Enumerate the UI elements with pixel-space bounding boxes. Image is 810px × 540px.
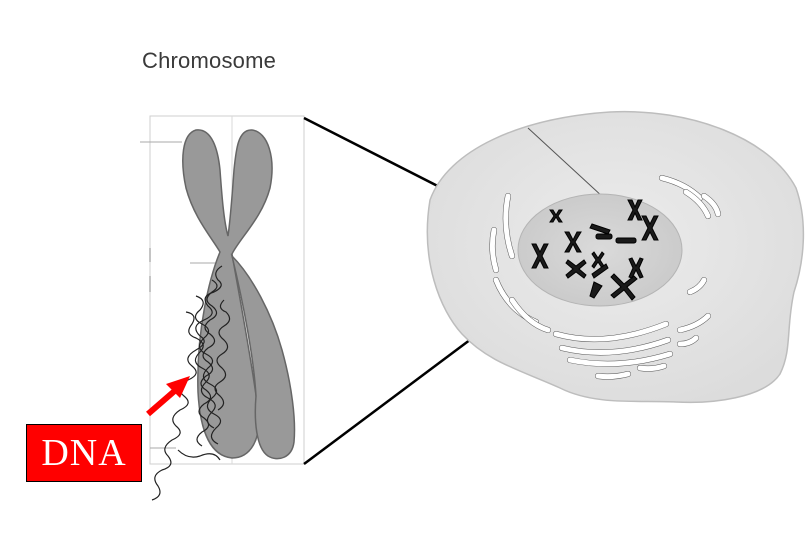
chromosome-mark [627,199,643,221]
dna-label: DNA [41,432,127,474]
chromosome-mark [591,263,609,279]
chromosome-mark [628,257,644,279]
chromosome-mark [565,259,587,279]
chromosome-mark [589,281,603,299]
chromosome-mark [641,215,659,241]
chromosome-mark [615,237,637,244]
organelle-strands [489,175,721,380]
chromosome-mark [589,223,611,235]
chromosome-mark [610,273,638,301]
dna-arrow [146,376,190,417]
dna-callout: DNA [26,424,142,482]
chromosome-mark [549,209,563,223]
chromatid-shape [230,253,296,460]
pointer-line [527,127,605,199]
diagram-title: Chromosome [142,48,277,73]
chromosome-mark [564,231,582,253]
chromosome-mark [531,243,549,269]
nucleus-chromosomes [531,199,659,301]
chromosome-mark [595,233,613,240]
